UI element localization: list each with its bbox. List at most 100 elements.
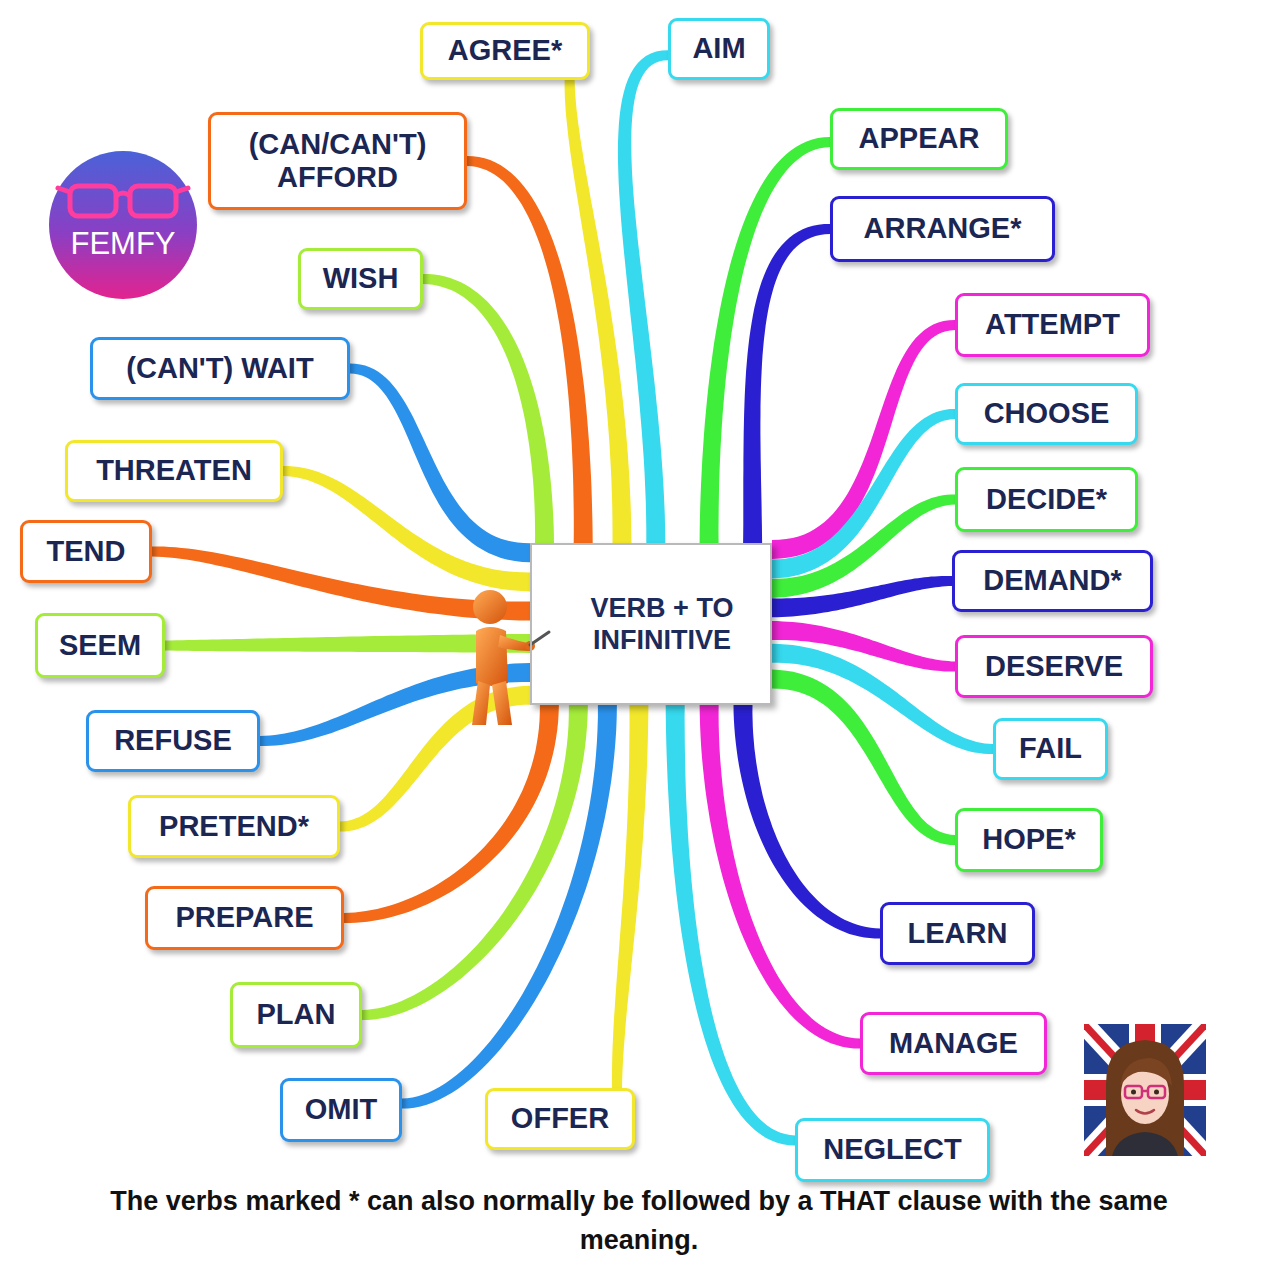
verb-label: PRETEND* — [159, 810, 309, 843]
verb-label: HOPE* — [982, 823, 1075, 856]
verb-label: CHOOSE — [984, 397, 1110, 430]
verb-label: APPEAR — [859, 122, 980, 155]
figure-arm — [498, 635, 530, 651]
verb-box: CHOOSE — [955, 383, 1138, 445]
avatar-glasses — [1125, 1086, 1142, 1098]
branch-line — [618, 50, 668, 543]
logo-glasses — [176, 188, 188, 192]
branch-line — [283, 466, 530, 591]
avatar-glasses — [1142, 1090, 1148, 1093]
avatar-hair — [1106, 1040, 1184, 1156]
branch-line — [612, 705, 649, 1088]
verb-box: TEND — [20, 520, 152, 583]
verb-box: LEARN — [880, 902, 1035, 965]
flag-saltire-red — [1084, 1024, 1206, 1156]
logo-glasses — [58, 188, 70, 192]
logo-badge: FEMFY — [48, 150, 198, 300]
logo-circle — [49, 151, 197, 299]
branch-line — [734, 705, 881, 939]
pointer-stick — [530, 632, 549, 645]
verb-box: DESERVE — [955, 635, 1153, 698]
verb-box: FAIL — [993, 718, 1108, 780]
verb-label: SEEM — [59, 629, 141, 662]
caption: The verbs marked * can also normally be … — [60, 1182, 1218, 1260]
verb-label: WISH — [323, 262, 399, 295]
figure-torso — [476, 627, 508, 686]
verb-label: (CAN'T) WAIT — [126, 352, 313, 385]
avatar-glasses — [1148, 1086, 1165, 1098]
avatar-fringe — [1120, 1058, 1172, 1086]
verb-box: PREPARE — [145, 886, 344, 950]
branch-line — [165, 634, 530, 653]
verb-label: FAIL — [1019, 732, 1082, 765]
branch-line — [666, 705, 795, 1145]
flag-saltire — [1084, 1024, 1206, 1156]
verb-label: (CAN/CAN'T) AFFORD — [225, 128, 450, 195]
branch-line — [467, 156, 593, 543]
verb-box: NEGLECT — [795, 1118, 990, 1182]
flag-saltire-red — [1084, 1024, 1206, 1156]
verb-label: TEND — [47, 535, 126, 568]
teacher-figure — [462, 585, 554, 730]
avatar-body — [1112, 1132, 1178, 1156]
verb-box: AGREE* — [420, 22, 590, 80]
verb-box: (CAN/CAN'T) AFFORD — [208, 112, 467, 210]
logo-text: FEMFY — [70, 226, 175, 262]
verb-box: DEMAND* — [952, 550, 1153, 612]
branch-line — [772, 576, 952, 617]
verb-label: PREPARE — [175, 901, 313, 934]
verb-box: MANAGE — [860, 1012, 1047, 1075]
center-label: VERB + TO INFINITIVE — [562, 592, 762, 657]
flag-ground — [1084, 1024, 1206, 1156]
logo-badge-art — [48, 150, 198, 300]
branch-line — [743, 224, 830, 543]
verb-label: AGREE* — [448, 34, 562, 67]
avatar-mouth — [1136, 1110, 1154, 1114]
verb-label: PLAN — [257, 998, 336, 1031]
verb-box: OFFER — [485, 1088, 635, 1150]
verb-box: HOPE* — [955, 808, 1103, 872]
verb-box: (CAN'T) WAIT — [90, 337, 350, 400]
logo-glasses — [70, 186, 116, 216]
figure-head — [473, 590, 507, 624]
verb-label: MANAGE — [889, 1027, 1018, 1060]
verb-label: REFUSE — [114, 724, 232, 757]
figure-leg — [472, 681, 490, 725]
verb-box: ATTEMPT — [955, 293, 1150, 357]
branch-line — [700, 137, 830, 543]
verb-box: SEEM — [35, 613, 165, 678]
verb-box: DECIDE* — [955, 467, 1138, 532]
flag-saltire — [1084, 1024, 1206, 1156]
verb-label: OFFER — [511, 1102, 609, 1135]
branch-line — [700, 705, 860, 1049]
avatar-flag — [1084, 1024, 1206, 1156]
verb-label: AIM — [692, 32, 745, 65]
verb-box: PLAN — [230, 982, 362, 1048]
verb-box: PRETEND* — [128, 795, 340, 858]
figure-leg — [492, 681, 512, 725]
verb-box: OMIT — [280, 1078, 402, 1142]
verb-label: DESERVE — [985, 650, 1123, 683]
logo-glasses — [130, 186, 176, 216]
avatar-eye — [1131, 1090, 1136, 1095]
verb-box: THREATEN — [65, 440, 283, 502]
verb-label: LEARN — [908, 917, 1008, 950]
center-box: VERB + TO INFINITIVE — [530, 543, 772, 705]
branch-line — [423, 274, 554, 543]
branch-line — [350, 364, 530, 563]
verb-label: NEGLECT — [823, 1133, 962, 1166]
verb-label: THREATEN — [96, 454, 252, 487]
verb-box: ARRANGE* — [830, 196, 1055, 262]
verb-box: REFUSE — [86, 710, 260, 772]
verb-label: DEMAND* — [983, 564, 1122, 597]
verb-label: ATTEMPT — [985, 308, 1120, 341]
verb-label: ARRANGE* — [864, 212, 1022, 245]
verb-box: APPEAR — [830, 108, 1008, 170]
verb-box: WISH — [298, 248, 423, 310]
avatar-eye — [1154, 1090, 1159, 1095]
verb-label: DECIDE* — [986, 483, 1107, 516]
verb-box: AIM — [668, 18, 770, 80]
logo-glasses — [116, 193, 130, 196]
verb-label: OMIT — [305, 1093, 378, 1126]
